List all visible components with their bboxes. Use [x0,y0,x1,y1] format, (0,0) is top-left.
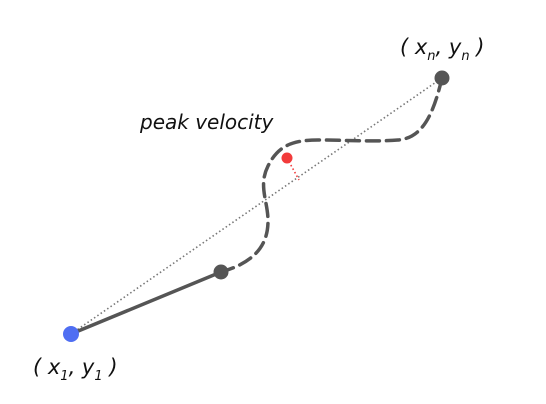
start-coord-label: ( x1, y1 ) [33,355,118,384]
peak-velocity-point [281,152,293,164]
peak-velocity-label: peak velocity [139,110,275,134]
solid-path-segment [69,270,223,336]
dashed-path-segment [219,76,444,274]
waypoint [213,264,229,280]
straight-chord-line [70,77,443,335]
start-point [63,326,79,342]
end-coord-label: ( xn, yn ) [400,35,484,64]
end-point [434,70,450,86]
